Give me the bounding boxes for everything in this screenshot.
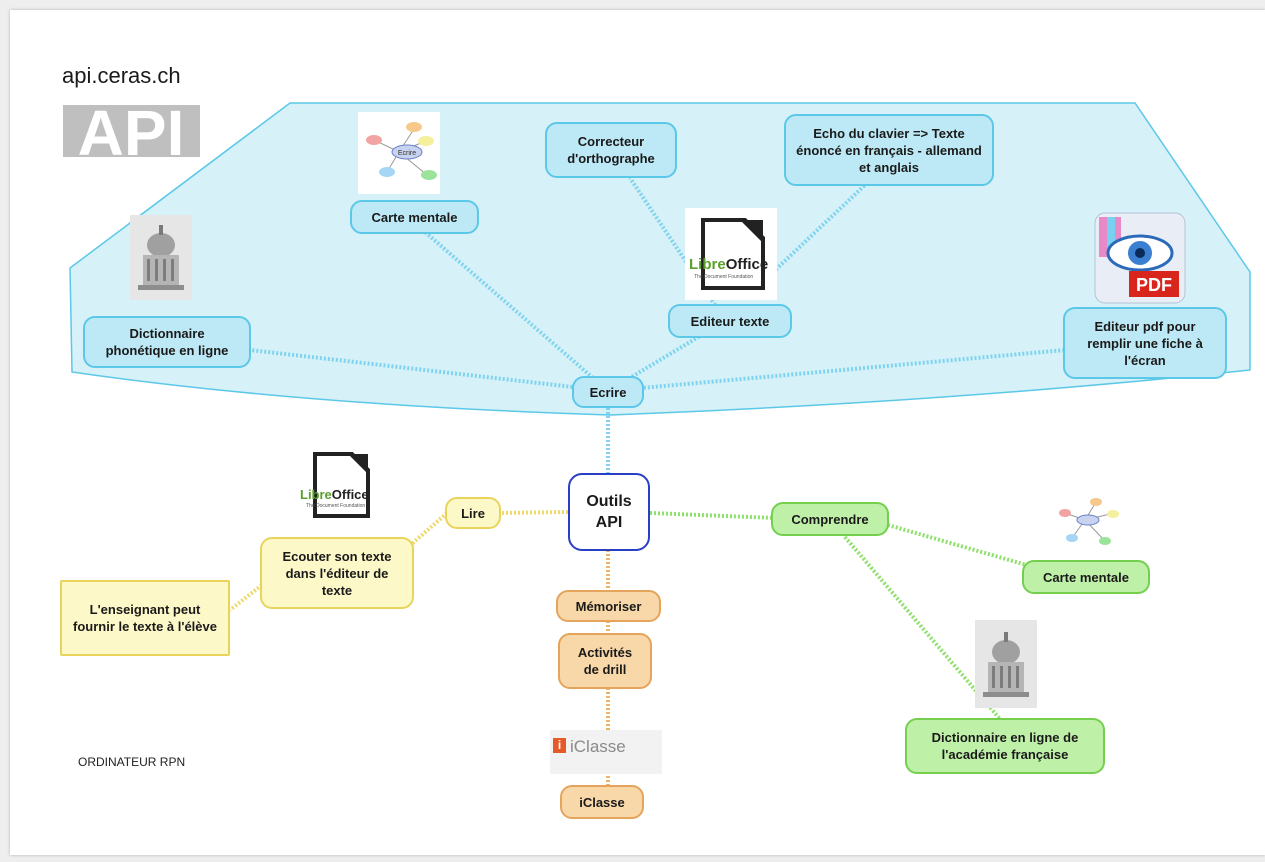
site-url: api.ceras.ch — [62, 63, 181, 88]
root-node[interactable]: Outils API — [568, 473, 650, 551]
activites-drill-node[interactable]: Activités de drill — [558, 633, 652, 689]
dictionnaire-academie-node[interactable]: Dictionnaire en ligne de l'académie fran… — [905, 718, 1105, 774]
link-comprendre-carte — [887, 523, 1031, 568]
iclasse-logo: i iClasse — [550, 730, 662, 774]
libreoffice-sub: The Document Foundation — [694, 274, 753, 280]
svg-text:LibreOffice: LibreOffice — [300, 487, 369, 502]
libreoffice-libre: Libre — [689, 256, 726, 273]
building-icon-right — [975, 620, 1037, 708]
libreoffice-left-sub: The Document Foundation — [306, 503, 365, 509]
carte-mentale-top-node[interactable]: Carte mentale — [350, 200, 479, 234]
link-editeur-echo — [768, 183, 867, 277]
ecouter-texte-node[interactable]: Ecouter son texte dans l'éditeur de text… — [260, 537, 414, 609]
iclasse-info-icon: i — [553, 738, 566, 753]
memoriser-node[interactable]: Mémoriser — [556, 590, 661, 622]
pdf-label: PDF — [1136, 275, 1172, 295]
libreoffice-left-libre: Libre — [300, 487, 332, 502]
mindmap-thumbnail-top: Ecrire — [358, 112, 440, 194]
editeur-texte-node[interactable]: Editeur texte — [668, 304, 792, 338]
mindmap-thumbnail-right — [1059, 498, 1119, 545]
link-root-lire — [499, 510, 569, 515]
building-icon-left — [130, 215, 192, 300]
echo-clavier-node[interactable]: Echo du clavier => Texte énoncé en franç… — [784, 114, 994, 186]
lire-node[interactable]: Lire — [445, 497, 501, 529]
api-logo: API — [63, 97, 200, 169]
carte-mentale-right-node[interactable]: Carte mentale — [1022, 560, 1150, 594]
link-ecrire-pdf — [607, 348, 1066, 393]
svg-text:LibreOffice: LibreOffice — [689, 256, 768, 273]
comprendre-node[interactable]: Comprendre — [771, 502, 889, 536]
dictionnaire-phonetique-node[interactable]: Dictionnaire phonétique en ligne — [83, 316, 251, 368]
correcteur-node[interactable]: Correcteur d'orthographe — [545, 122, 677, 178]
iclasse-logo-text: iClasse — [570, 737, 626, 756]
libreoffice-logo-left: LibreOffice The Document Foundation — [298, 446, 380, 526]
ecrire-node[interactable]: Ecrire — [572, 376, 644, 408]
enseignant-node[interactable]: L'enseignant peut fournir le texte à l'é… — [60, 580, 230, 656]
mindmap-thumbnail-top-label: Ecrire — [398, 150, 416, 157]
pdf-editor-icon: PDF — [1094, 212, 1186, 304]
iclasse-node[interactable]: iClasse — [560, 785, 644, 819]
libreoffice-logo-top: LibreOffice The Document Foundation — [685, 208, 777, 300]
mindmap-canvas: API Ecrire — [10, 10, 1265, 855]
libreoffice-office: Office — [726, 256, 769, 273]
link-ecouter-enseignant — [228, 583, 264, 612]
link-lire-ecouter — [403, 511, 449, 552]
footer-label: ORDINATEUR RPN — [78, 755, 186, 769]
link-ecrire-dictionnaire — [249, 348, 609, 393]
link-ecrire-carte — [423, 230, 610, 393]
libreoffice-left-office: Office — [332, 487, 369, 502]
editeur-pdf-node[interactable]: Editeur pdf pour remplir une fiche à l'é… — [1063, 307, 1227, 379]
api-logo-text: API — [78, 97, 185, 169]
link-root-comprendre — [649, 511, 776, 520]
